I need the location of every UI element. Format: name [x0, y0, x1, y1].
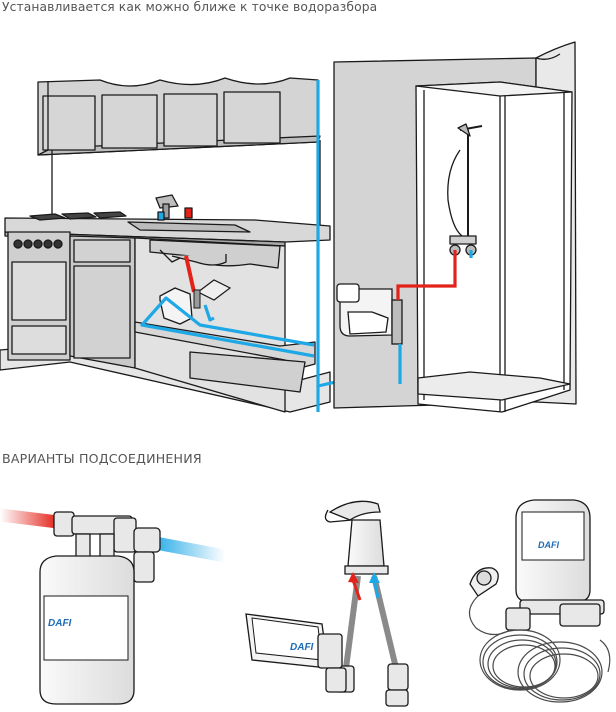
installation-caption: Устанавливается как можно ближе к точке … [2, 0, 378, 14]
sink [127, 221, 251, 233]
brand-label-3: DAFI [538, 540, 559, 550]
brand-label-1: DAFI [48, 618, 72, 629]
hot-water-pipes [396, 250, 457, 300]
variant-faucet: DAFI [245, 500, 409, 707]
shower-heater [336, 283, 403, 345]
shower-cabin [415, 81, 573, 413]
lower-cabinets [69, 235, 316, 413]
variant-shower: DAFI [468, 499, 611, 703]
brand-label-2: DAFI [290, 642, 314, 653]
oven [7, 231, 71, 361]
shower-scene [333, 41, 577, 413]
variant-inline-tee: DAFI [0, 508, 232, 705]
wall-cabinets [37, 77, 321, 156]
kitchen-scene [0, 77, 331, 413]
variants-heading: ВАРИАНТЫ ПОДСОЕДИНЕНИЯ [2, 451, 202, 466]
kitchen-faucet [155, 194, 193, 221]
spiral-hose [468, 595, 611, 703]
shower-cold-pipe [398, 250, 473, 384]
